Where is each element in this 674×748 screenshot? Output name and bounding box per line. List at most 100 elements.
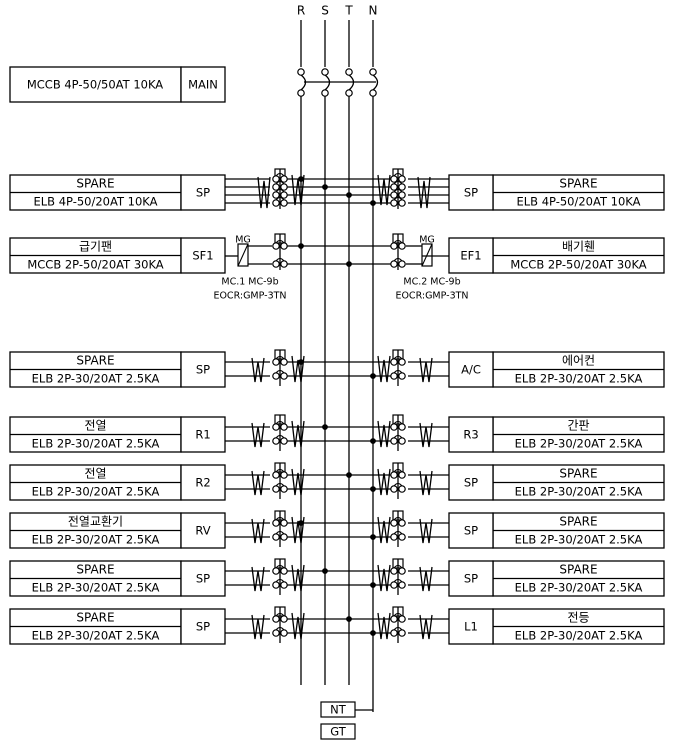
left-feeder-7-tag-box[interactable]	[180, 560, 226, 597]
right-feeder-8-rating: ELB 2P-30/20AT 2.5KA	[515, 629, 643, 643]
right-feeder-6-name: SPARE	[559, 515, 597, 529]
right-feeder-2-tag-box[interactable]	[448, 237, 494, 274]
left-feeder-1-tag-box[interactable]	[180, 174, 226, 211]
left-feeder-4-tag-box[interactable]	[180, 416, 226, 453]
main-breaker-tag: MAIN	[188, 78, 218, 92]
right-feeder-7-rating: ELB 2P-30/20AT 2.5KA	[515, 581, 643, 595]
breaker-symbol[interactable]	[272, 168, 305, 209]
left-feeder-2-mc-label: MC.1 MC-9b	[221, 277, 278, 288]
breaker-symbol[interactable]	[377, 349, 406, 386]
breaker-symbol[interactable]	[377, 414, 406, 451]
breaker-symbol[interactable]	[272, 462, 305, 499]
right-feeder-6-bus-tap	[370, 534, 376, 540]
breaker-symbol[interactable]	[272, 414, 305, 451]
breaker-symbol[interactable]	[272, 606, 305, 643]
breaker-arc	[275, 180, 285, 185]
left-feeder-7-elb-icon	[251, 566, 265, 592]
breaker-arc	[393, 420, 403, 425]
breaker-arc	[393, 369, 403, 374]
left-feeder-2-mg-label: MG	[235, 235, 251, 246]
elb-wave-icon	[291, 516, 305, 544]
left-feeder-2-tag: SF1	[192, 249, 213, 263]
breaker-arc	[275, 564, 285, 569]
breaker-terminal	[398, 615, 406, 623]
left-feeder-5-rating: ELB 2P-30/20AT 2.5KA	[32, 485, 160, 499]
breaker-symbol[interactable]	[377, 510, 406, 547]
breaker-arc	[275, 420, 285, 425]
left-feeder-3-elb-icon	[251, 357, 265, 383]
right-feeder-1-name: SPARE	[559, 177, 597, 191]
right-feeder-6-tag-box[interactable]	[448, 512, 494, 549]
breaker-terminal	[280, 260, 288, 268]
right-feeder-4-rating: ELB 2P-30/20AT 2.5KA	[515, 437, 643, 451]
breaker-terminal	[272, 437, 280, 445]
main-contact-top	[297, 68, 305, 76]
right-feeder-8-tag-box[interactable]	[448, 608, 494, 645]
left-feeder-7-rating: ELB 2P-30/20AT 2.5KA	[32, 581, 160, 595]
breaker-symbol[interactable]	[272, 510, 305, 547]
breaker-terminal	[272, 183, 280, 191]
right-feeder-4-tag-box[interactable]	[448, 416, 494, 453]
breaker-symbol[interactable]	[272, 349, 305, 386]
right-feeder-4-bus-tap	[322, 424, 328, 430]
main-tag-box[interactable]	[180, 66, 226, 103]
left-feeder-5-tag-box[interactable]	[180, 464, 226, 501]
breaker-symbol[interactable]	[272, 558, 305, 595]
right-feeder-2-bus-tap	[298, 243, 304, 249]
breaker-terminal	[390, 437, 398, 445]
breaker-terminal	[280, 423, 288, 431]
left-feeder-6-tag-box[interactable]	[180, 512, 226, 549]
breaker-terminal	[390, 519, 398, 527]
right-feeder-8-bus-tap	[370, 630, 376, 636]
ground-terminal-box[interactable]	[320, 723, 356, 740]
left-feeder-3-tag-box[interactable]	[180, 351, 226, 388]
right-feeder-5-tag-box[interactable]	[448, 464, 494, 501]
breaker-symbol[interactable]	[390, 233, 406, 270]
left-feeder-5-name: 전열	[84, 467, 106, 481]
right-feeder-2-bus-tap	[346, 261, 352, 267]
right-feeder-7-tag-box[interactable]	[448, 560, 494, 597]
right-feeder-1-tag-box[interactable]	[448, 174, 494, 211]
breaker-terminal	[390, 629, 398, 637]
breaker-arc	[393, 196, 403, 201]
right-feeder-5-bus-tap	[370, 486, 376, 492]
breaker-terminal	[280, 191, 288, 199]
breaker-terminal	[390, 242, 398, 250]
right-feeder-2-tag: EF1	[460, 249, 481, 263]
breaker-arc	[393, 578, 403, 583]
right-feeder-2-mg-label: MG	[419, 235, 435, 246]
breaker-symbol[interactable]	[272, 233, 288, 270]
elb-wave-icon	[377, 564, 391, 592]
breaker-terminal	[280, 567, 288, 575]
neutral-terminal-label: NT	[330, 703, 347, 717]
breaker-symbol[interactable]	[377, 168, 406, 209]
breaker-terminal	[398, 519, 406, 527]
breaker-terminal	[390, 485, 398, 493]
elb-wave-icon	[291, 468, 305, 496]
breaker-terminal	[280, 175, 288, 183]
breaker-terminal	[280, 242, 288, 250]
breaker-symbol[interactable]	[377, 606, 406, 643]
right-feeder-3-elb-icon	[419, 357, 433, 383]
breaker-arc	[275, 188, 285, 193]
bus-label-n: N	[369, 4, 378, 18]
right-feeder-8-bus-tap	[346, 616, 352, 622]
breaker-terminal	[390, 423, 398, 431]
right-feeder-8-name: 전등	[567, 611, 589, 625]
left-feeder-8-tag-box[interactable]	[180, 608, 226, 645]
breaker-symbol[interactable]	[377, 558, 406, 595]
left-feeder-2-coil-slash	[237, 243, 249, 267]
right-feeder-8-tag: L1	[464, 620, 478, 634]
breaker-terminal	[272, 242, 280, 250]
breaker-terminal	[398, 358, 406, 366]
breaker-symbol[interactable]	[377, 462, 406, 499]
main-contact-top	[369, 68, 377, 76]
right-feeder-5-name: SPARE	[559, 467, 597, 481]
right-feeder-3-tag-box[interactable]	[448, 351, 494, 388]
breaker-terminal	[398, 191, 406, 199]
breaker-terminal	[280, 183, 288, 191]
bus-label-t: T	[344, 4, 353, 18]
elb-wave-icon	[377, 468, 391, 496]
